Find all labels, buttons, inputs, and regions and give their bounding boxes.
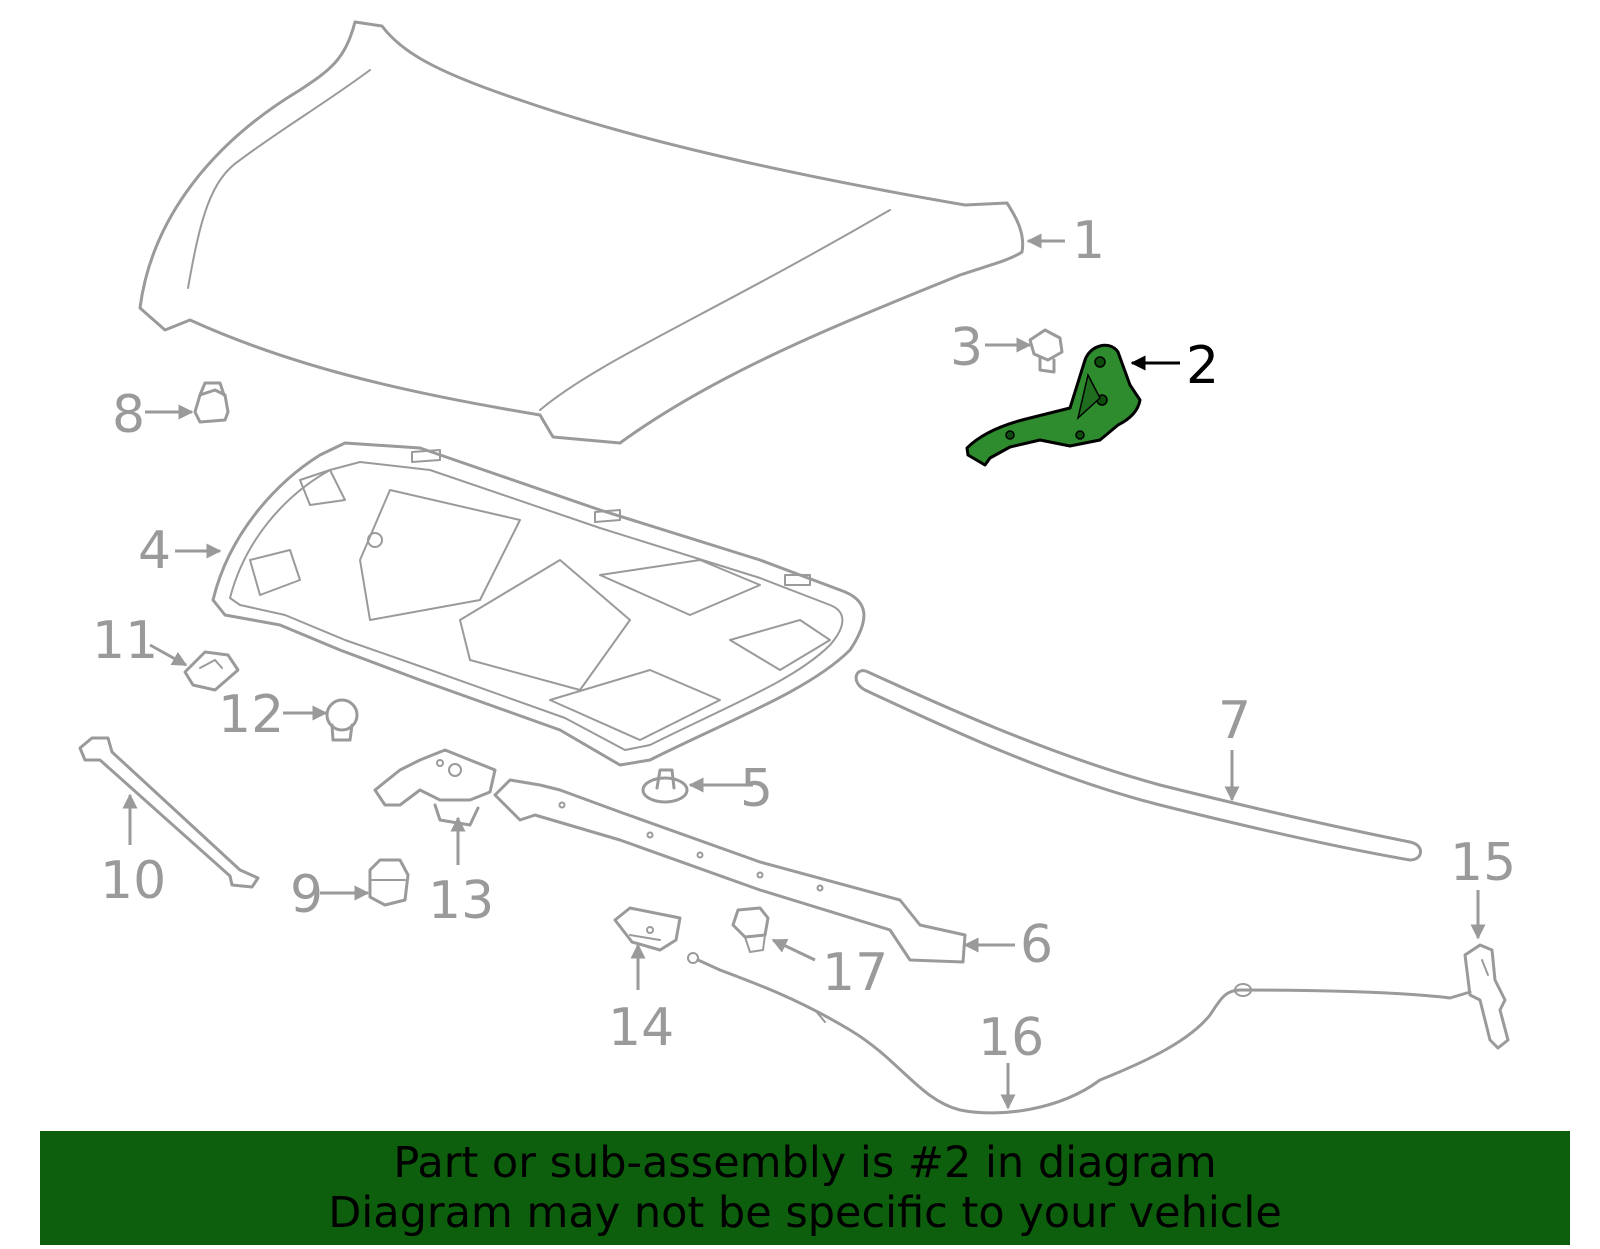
callout-11: 11 — [92, 611, 158, 671]
callout-15: 15 — [1450, 833, 1516, 893]
part-4-hood-insulator — [211, 441, 866, 767]
part-10-prop-rod — [78, 736, 260, 889]
callout-6: 6 — [1020, 915, 1053, 975]
part-15-primary-latch — [1463, 943, 1510, 1050]
callout-13: 13 — [428, 871, 494, 931]
callout-4: 4 — [138, 521, 171, 581]
callout-1: 1 — [1072, 211, 1105, 271]
part-17-clip — [731, 906, 770, 953]
part-2-hood-hinge — [965, 343, 1142, 467]
part-5-clip — [641, 768, 689, 804]
footer-disclaimer: Diagram may not be specific to your vehi… — [328, 1188, 1282, 1238]
callout-5: 5 — [740, 759, 773, 819]
callout-9: 9 — [290, 865, 323, 925]
callout-7: 7 — [1218, 691, 1251, 751]
part-1-hood — [138, 20, 1025, 445]
part-13-hood-latch — [373, 748, 497, 827]
callout-8: 8 — [112, 385, 145, 445]
callout-12: 12 — [218, 685, 284, 745]
part-14-release-handle — [613, 906, 682, 952]
callout-2: 2 — [1186, 336, 1219, 396]
part-16-release-cable — [687, 952, 1472, 1115]
part-7-weatherstrip — [854, 669, 1422, 862]
part-9-bumper-cushion — [368, 858, 410, 907]
footer-banner: Part or sub-assembly is #2 in diagram Di… — [40, 1131, 1570, 1245]
part-8-bumper — [193, 381, 230, 424]
part-12-plug — [325, 698, 359, 742]
footer-part-note: Part or sub-assembly is #2 in diagram — [393, 1138, 1217, 1188]
callout-10: 10 — [100, 851, 166, 911]
callout-17: 17 — [822, 943, 888, 1003]
leader-lines — [122, 233, 1486, 1110]
callout-3: 3 — [950, 318, 983, 378]
part-3-bolt — [1028, 328, 1064, 374]
part-11-retainer — [183, 650, 240, 692]
part-6-front-panel — [493, 778, 967, 964]
callout-16: 16 — [978, 1008, 1044, 1068]
callout-14: 14 — [608, 998, 674, 1058]
